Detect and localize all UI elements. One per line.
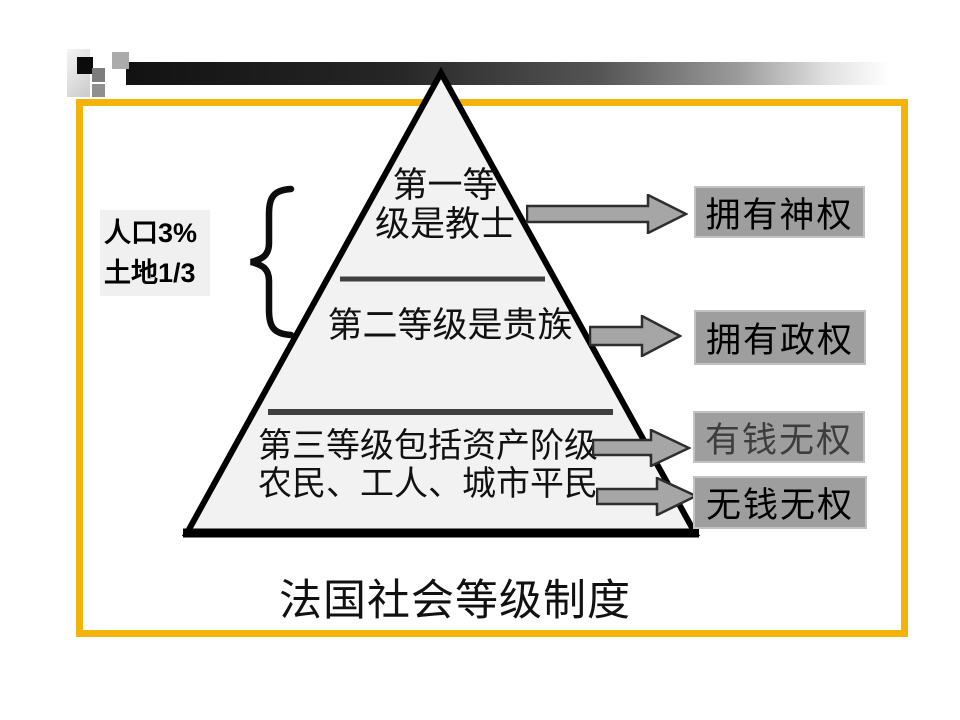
estate-3-line1: 第三等级包括资产阶级	[258, 428, 598, 465]
estate-1-line1: 第一等	[392, 166, 498, 205]
decorative-square-lightgray	[112, 52, 129, 69]
header-gradient-bar	[126, 62, 890, 85]
estate-1-line2: 级是教士	[374, 205, 515, 244]
power-label-text: 拥有神权	[705, 195, 854, 235]
land-line: 土地1/3	[104, 258, 196, 288]
population-land-label: 人口3% 土地1/3	[100, 210, 210, 296]
decorative-square-gray	[92, 68, 105, 82]
power-label-text: 有钱无权	[704, 420, 853, 460]
arrow-right-icon-4	[596, 477, 698, 516]
power-label-no-money-no-power: 无钱无权	[693, 476, 867, 529]
estate-3-line2: 农民、工人、城市平民	[258, 466, 598, 503]
arrow-right-icon-3	[592, 429, 691, 467]
estate-3-text: 第三等级包括资产阶级 农民、工人、城市平民	[258, 428, 603, 504]
estate-1-text: 第一等 级是教士	[330, 166, 560, 244]
curly-brace-icon	[250, 185, 295, 339]
estate-2-text: 第二等级是贵族	[327, 306, 573, 345]
arrow-right-icon-1	[526, 194, 688, 234]
power-label-text: 拥有政权	[705, 321, 854, 360]
power-label-money-no-power: 有钱无权	[693, 411, 865, 463]
population-line: 人口3%	[104, 218, 198, 248]
power-label-political: 拥有政权	[694, 310, 866, 365]
power-label-text: 无钱无权	[705, 486, 854, 525]
decorative-square-black	[77, 57, 93, 74]
decorative-square-small	[92, 84, 105, 97]
power-label-divine: 拥有神权	[694, 186, 865, 238]
arrow-right-icon-2	[589, 315, 682, 357]
slide-title: 法国社会等级制度	[279, 578, 631, 625]
